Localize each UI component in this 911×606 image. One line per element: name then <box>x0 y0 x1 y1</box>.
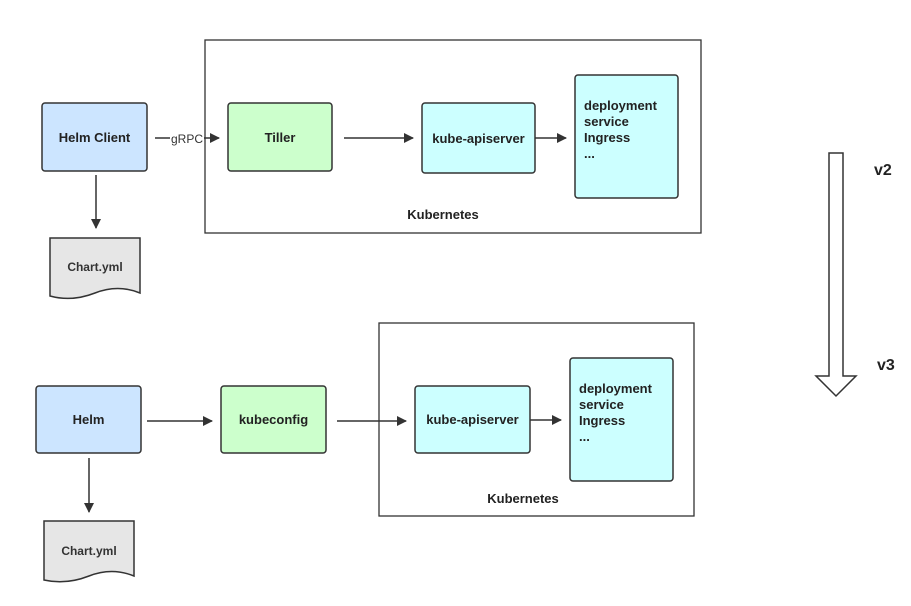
v3-version-label: v3 <box>877 357 895 374</box>
v2-helm-client-label: Helm Client <box>59 130 131 145</box>
v3-chart-label: Chart.yml <box>61 544 116 558</box>
v2-resource-item: service <box>584 114 629 129</box>
v2-tiller-label: Tiller <box>265 130 296 145</box>
v2-version-label: v2 <box>874 162 892 179</box>
v3-kubeconfig-node <box>220 385 327 454</box>
v3-resource-item: ... <box>579 429 590 444</box>
v2-chart-document-node <box>49 237 141 300</box>
v2-helm-client-node <box>41 102 148 172</box>
v2-chart-label: Chart.yml <box>67 260 122 274</box>
v3-helm-label: Helm <box>73 412 105 427</box>
v2-kubernetes-cluster-frame <box>204 39 702 234</box>
v2-resource-item: ... <box>584 146 595 161</box>
v3-resource-item: service <box>579 397 624 412</box>
v2-grpc-label: gRPC <box>171 132 203 146</box>
v2-resource-item: deployment <box>584 98 658 113</box>
v3-kubeconfig-label: kubeconfig <box>239 412 308 427</box>
v2-resources-node <box>574 74 679 199</box>
v3-kubernetes-label: Kubernetes <box>487 491 559 506</box>
v3-helm-node <box>35 385 142 454</box>
version-transition-arrow-icon <box>814 152 858 398</box>
v3-resource-item: deployment <box>579 381 653 396</box>
v2-apiserver-label: kube-apiserver <box>432 131 525 146</box>
v3-resource-item: Ingress <box>579 413 625 428</box>
v2-resource-item: Ingress <box>584 130 630 145</box>
v2-kubernetes-label: Kubernetes <box>407 207 479 222</box>
v2-tiller-node <box>227 102 333 172</box>
v3-kubernetes-cluster-frame <box>378 322 695 517</box>
v3-chart-document-node <box>43 520 135 583</box>
v3-apiserver-label: kube-apiserver <box>426 412 519 427</box>
v2-grpc-label-bg <box>170 130 204 146</box>
v3-resources-node <box>569 357 674 482</box>
